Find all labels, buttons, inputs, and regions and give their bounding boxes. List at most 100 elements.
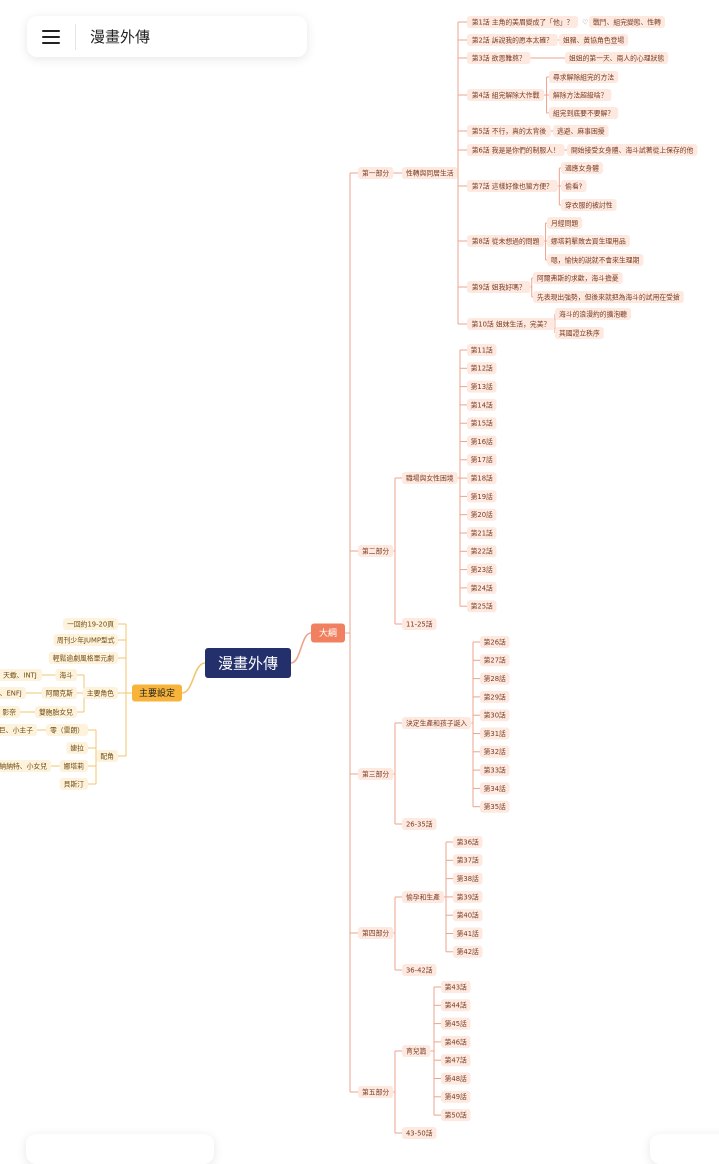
part5-episode-4[interactable]: 第46話 xyxy=(441,1035,471,1048)
part2-range[interactable]: 11-25話 xyxy=(402,618,437,630)
part2-episode-4[interactable]: 第14話 xyxy=(467,398,497,411)
part4-episode-1[interactable]: 第36話 xyxy=(453,836,483,848)
part3-episode-3[interactable]: 第28話 xyxy=(480,672,510,685)
part2-episode-10[interactable]: 第20話 xyxy=(467,508,497,521)
supporting-character-2[interactable]: 婕拉 xyxy=(66,742,88,754)
part4-episode-2[interactable]: 第37話 xyxy=(453,854,483,867)
outline-part-5[interactable]: 第五部分 xyxy=(358,1086,394,1098)
main-character-3-trait[interactable]: 、影奈 xyxy=(0,706,20,718)
supporting-character-1[interactable]: 零（雷朗） xyxy=(46,724,88,736)
main-character-1-trait[interactable]: 天蠍、INTJ xyxy=(0,669,42,681)
part1-episode-7-detail-1[interactable]: 適應女身體 xyxy=(561,162,603,174)
outline-topic[interactable]: 大綱 xyxy=(311,623,345,643)
part5-episode-6[interactable]: 第48話 xyxy=(441,1072,471,1085)
part1-episode-10[interactable]: 第10話 姐妹生活，完美？ xyxy=(467,318,555,330)
outline-part-1[interactable]: 第一部分 xyxy=(358,167,394,179)
part1-episode-5[interactable]: 第5話 不行，真的太背後 xyxy=(467,125,551,137)
document-title[interactable]: 漫畫外傳 xyxy=(90,28,151,46)
part1-episode-9-detail-1[interactable]: 阿爾弗斯的求歡，海斗擔憂 xyxy=(533,272,623,284)
part3-group[interactable]: 決定生產和孩子誕入 xyxy=(402,717,472,729)
part2-episode-3[interactable]: 第13話 xyxy=(467,380,497,393)
settings-item-2[interactable]: 周刊少年JUMP型式 xyxy=(53,634,119,646)
part1-episode-10-detail-1[interactable]: 海斗的浪漫約的擴泡聽 xyxy=(555,308,631,320)
settings-item-5[interactable]: 配角 xyxy=(96,750,118,762)
outline-part-3[interactable]: 第三部分 xyxy=(358,768,394,780)
part5-episode-1[interactable]: 第43話 xyxy=(441,981,471,993)
part2-episode-14[interactable]: 第24話 xyxy=(467,581,497,594)
supporting-character-1-trait[interactable]: 巨、小主子 xyxy=(0,724,37,736)
part1-episode-7-detail-2[interactable]: 偷看? xyxy=(561,180,587,192)
settings-item-1[interactable]: 一回約19-20頁 xyxy=(63,618,118,630)
part2-episode-9[interactable]: 第19話 xyxy=(467,490,497,503)
outline-part-4[interactable]: 第四部分 xyxy=(358,927,394,939)
part3-episode-5[interactable]: 第30話 xyxy=(480,709,510,722)
supporting-character-4[interactable]: 貝斯汀 xyxy=(59,778,88,790)
part1-episode-8-detail-1[interactable]: 月經問題 xyxy=(547,217,583,229)
part2-episode-1[interactable]: 第11話 xyxy=(467,344,497,356)
part1-episode-3-detail-1[interactable]: 姐姐的第一天、兩人的心理狀態 xyxy=(565,52,669,64)
part1-episode-9-detail-2[interactable]: 先表現出強勢，但後來就把為海斗的試用在受搶 xyxy=(533,291,684,303)
part1-episode-4-detail-1[interactable]: 尋求解除組完的方法 xyxy=(549,71,619,83)
part1-group[interactable]: 性轉與同居生活 xyxy=(402,167,458,179)
part5-episode-7[interactable]: 第49話 xyxy=(441,1090,471,1103)
part1-episode-10-detail-2[interactable]: 其國證立秩序 xyxy=(555,327,604,339)
part3-episode-1[interactable]: 第26話 xyxy=(480,636,510,648)
part1-episode-4-detail-2[interactable]: 解除方法超級啥？ xyxy=(549,89,612,101)
part1-episode-8-detail-3[interactable]: 嗯，愉快的說就不會來生理期 xyxy=(547,254,644,266)
part3-episode-4[interactable]: 第29話 xyxy=(480,690,510,703)
part3-episode-2[interactable]: 第27話 xyxy=(480,654,510,667)
settings-item-4[interactable]: 主要角色 xyxy=(82,687,118,699)
part1-episode-6[interactable]: 第6話 我是是你們的制服人！ xyxy=(467,144,565,156)
part2-episode-5[interactable]: 第15話 xyxy=(467,417,497,430)
part4-episode-5[interactable]: 第40話 xyxy=(453,909,483,922)
part2-episode-11[interactable]: 第21話 xyxy=(467,527,497,539)
part3-episode-6[interactable]: 第31話 xyxy=(480,727,510,740)
part4-episode-3[interactable]: 第38話 xyxy=(453,872,483,885)
part4-episode-6[interactable]: 第41話 xyxy=(453,927,483,940)
part1-episode-2-detail-1[interactable]: 姐豬、黃協角色登場 xyxy=(559,34,629,46)
main-character-1[interactable]: 海斗 xyxy=(55,669,77,681)
part1-episode-8[interactable]: 第8話 從未想過的問題 xyxy=(467,235,545,247)
part1-episode-8-detail-2[interactable]: 娜塔莉擊敗去買生理用品 xyxy=(547,235,630,247)
part5-episode-3[interactable]: 第45話 xyxy=(441,1017,471,1030)
part1-episode-4-detail-3[interactable]: 組完到底要不要解？ xyxy=(549,107,619,119)
part1-episode-7[interactable]: 第7話 這樣好像也蠻方便？ xyxy=(467,180,558,192)
part3-range[interactable]: 26-35話 xyxy=(402,818,437,830)
part2-episode-13[interactable]: 第23話 xyxy=(467,563,497,576)
settings-topic[interactable]: 主要設定 xyxy=(132,684,182,702)
settings-item-3[interactable]: 輕鬆逾劇風格單元劇 xyxy=(48,652,118,664)
part3-episode-9[interactable]: 第34話 xyxy=(480,782,510,795)
part5-episode-2[interactable]: 第44話 xyxy=(441,999,471,1012)
part5-range[interactable]: 43-50話 xyxy=(402,1127,437,1139)
part1-episode-1-detail-1[interactable]: 戰鬥、組完變態、性轉 xyxy=(589,16,665,28)
supporting-character-3-trait[interactable]: 特納納特、小女兒 xyxy=(0,760,51,772)
part2-episode-2[interactable]: 第12話 xyxy=(467,362,497,375)
main-character-2[interactable]: 阿爾克斯 xyxy=(41,687,77,699)
bottom-left-panel[interactable] xyxy=(26,1134,214,1164)
part4-episode-7[interactable]: 第42話 xyxy=(453,945,483,958)
part2-group[interactable]: 職場與女性困境 xyxy=(402,472,458,484)
part3-episode-10[interactable]: 第35話 xyxy=(480,800,510,813)
part5-episode-8[interactable]: 第50話 xyxy=(441,1109,471,1122)
main-character-3[interactable]: 雙胞胎女兒 xyxy=(35,706,77,718)
part1-episode-9[interactable]: 第9話 姐我好嗎？ xyxy=(467,281,531,293)
bottom-right-panel[interactable] xyxy=(650,1134,719,1164)
part1-episode-2[interactable]: 第2話 訴說我的愿本太確？ xyxy=(467,34,558,46)
part5-group[interactable]: 育兒篇 xyxy=(402,1045,431,1057)
part4-group[interactable]: 愉孕和生產 xyxy=(402,891,444,903)
main-character-2-trait[interactable]: 羊、ENFJ xyxy=(0,687,26,699)
outline-part-2[interactable]: 第二部分 xyxy=(358,545,394,557)
part4-range[interactable]: 36-42話 xyxy=(402,964,437,976)
part2-episode-7[interactable]: 第17話 xyxy=(467,453,497,466)
part1-episode-4[interactable]: 第4話 組完解除大作戰 xyxy=(467,89,545,101)
part2-episode-6[interactable]: 第16話 xyxy=(467,435,497,448)
supporting-character-3[interactable]: 娜塔莉 xyxy=(59,760,88,772)
part1-episode-1[interactable]: 第1話 主角的美眉變成了「他」？ xyxy=(467,16,579,28)
part1-episode-3[interactable]: 第3話 欲恩難熬？ xyxy=(467,52,531,64)
part4-episode-4[interactable]: 第39話 xyxy=(453,890,483,903)
part2-episode-15[interactable]: 第25話 xyxy=(467,600,497,613)
part3-episode-8[interactable]: 第33話 xyxy=(480,764,510,777)
part5-episode-5[interactable]: 第47話 xyxy=(441,1054,471,1067)
root-topic[interactable]: 漫畫外傳 xyxy=(205,648,291,678)
